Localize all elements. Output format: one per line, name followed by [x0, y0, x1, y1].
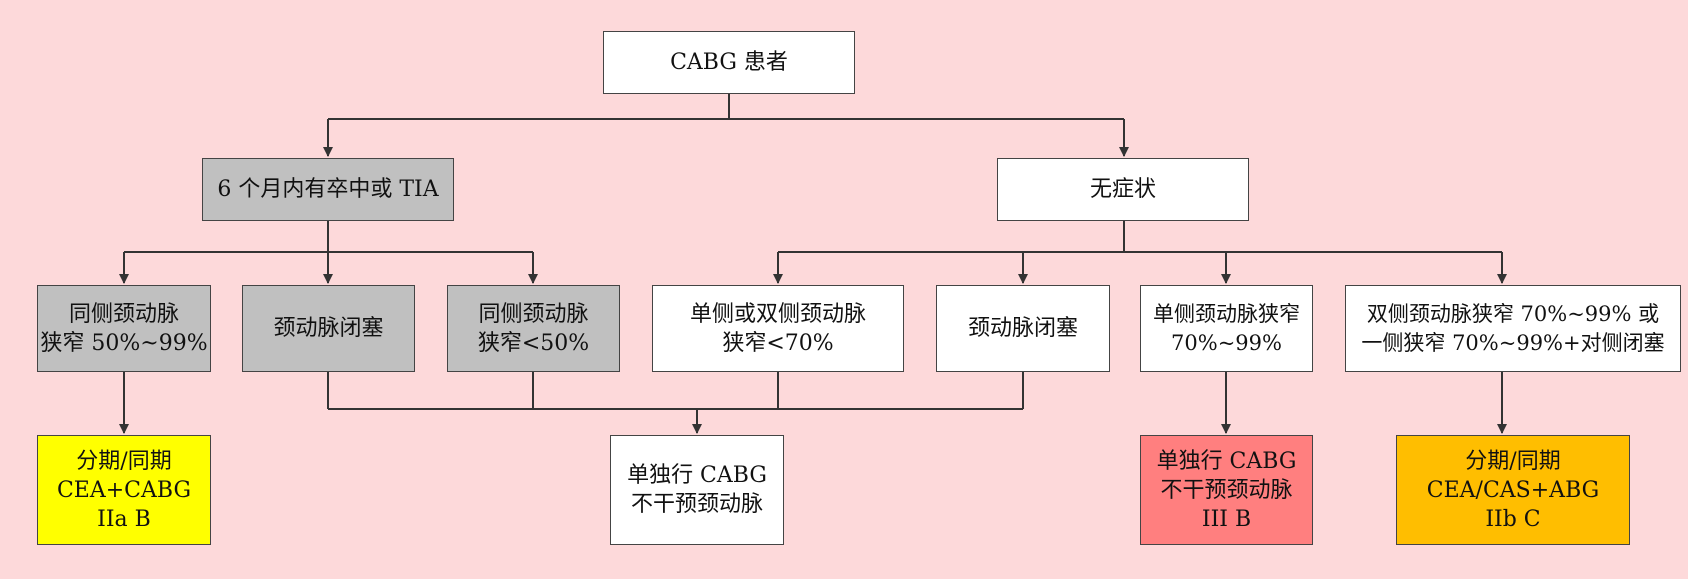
asym-unilateral-line-2: 70%~99%	[1171, 330, 1282, 355]
outcome-cas-line-2: CEA/CAS+ABG	[1426, 477, 1600, 503]
outcome-cabg-line-1: 单独行 CABG	[627, 463, 767, 488]
outcome-cea-line-1: 分期/同期	[76, 448, 172, 474]
outcome-cabg-line-2: 不干预颈动脉	[630, 492, 763, 517]
asym-mild-stenosis-node: 单侧或双侧颈动脉 狭窄<70%	[652, 285, 904, 372]
asym-occlusion-label: 颈动脉闭塞	[967, 316, 1078, 341]
outcome-cea-line-2: CEA+CABG	[56, 477, 192, 503]
sym-severe-line-2: 狭窄 50%~99%	[40, 330, 208, 356]
outcome-cas-line-1: 分期/同期	[1465, 448, 1561, 474]
outcome-cabg-only-3b-node: 单独行 CABG 不干预颈动脉 III B	[1140, 435, 1313, 545]
outcome-3b-grade: III B	[1201, 506, 1252, 532]
outcome-staged-cea-node: 分期/同期 CEA+CABG IIa B	[37, 435, 211, 545]
sym-severe-line-1: 同侧颈动脉	[68, 301, 179, 327]
sym-mild-line-2: 狭窄<50%	[477, 330, 590, 356]
asymptomatic-node: 无症状	[997, 158, 1249, 221]
asym-bilateral-line-1: 双侧颈动脉狭窄 70%~99% 或	[1366, 301, 1660, 326]
symptomatic-node: 6 个月内有卒中或 TIA	[202, 158, 454, 221]
outcome-3b-line-2: 不干预颈动脉	[1160, 477, 1293, 503]
asym-unilateral-stenosis-node: 单侧颈动脉狭窄 70%~99%	[1140, 285, 1313, 372]
asym-occlusion-node: 颈动脉闭塞	[936, 285, 1110, 372]
sym-occlusion-label: 颈动脉闭塞	[273, 316, 384, 341]
asym-mild-line-2: 狭窄<70%	[722, 330, 834, 356]
symptomatic-label: 6 个月内有卒中或 TIA	[217, 177, 439, 202]
asym-mild-line-1: 单侧或双侧颈动脉	[689, 301, 866, 327]
asym-bilateral-stenosis-node: 双侧颈动脉狭窄 70%~99% 或 一侧狭窄 70%~99%+对侧闭塞	[1345, 285, 1681, 372]
sym-occlusion-node: 颈动脉闭塞	[242, 285, 415, 372]
sym-mild-stenosis-node: 同侧颈动脉 狭窄<50%	[447, 285, 620, 372]
outcome-cas-grade: IIb C	[1485, 506, 1541, 532]
asymptomatic-label: 无症状	[1089, 177, 1156, 202]
root-label: CABG 患者	[670, 50, 788, 75]
asym-unilateral-line-1: 单侧颈动脉狭窄	[1153, 301, 1300, 326]
sym-severe-stenosis-node: 同侧颈动脉 狭窄 50%~99%	[37, 285, 211, 372]
outcome-cea-grade: IIa B	[97, 506, 151, 532]
outcome-staged-cas-node: 分期/同期 CEA/CAS+ABG IIb C	[1396, 435, 1630, 545]
root-node: CABG 患者	[603, 31, 855, 94]
outcome-3b-line-1: 单独行 CABG	[1156, 448, 1297, 474]
asym-bilateral-line-2: 一侧狭窄 70%~99%+对侧闭塞	[1361, 330, 1665, 355]
outcome-cabg-only-node: 单独行 CABG 不干预颈动脉	[610, 435, 784, 545]
sym-mild-line-1: 同侧颈动脉	[478, 301, 589, 327]
